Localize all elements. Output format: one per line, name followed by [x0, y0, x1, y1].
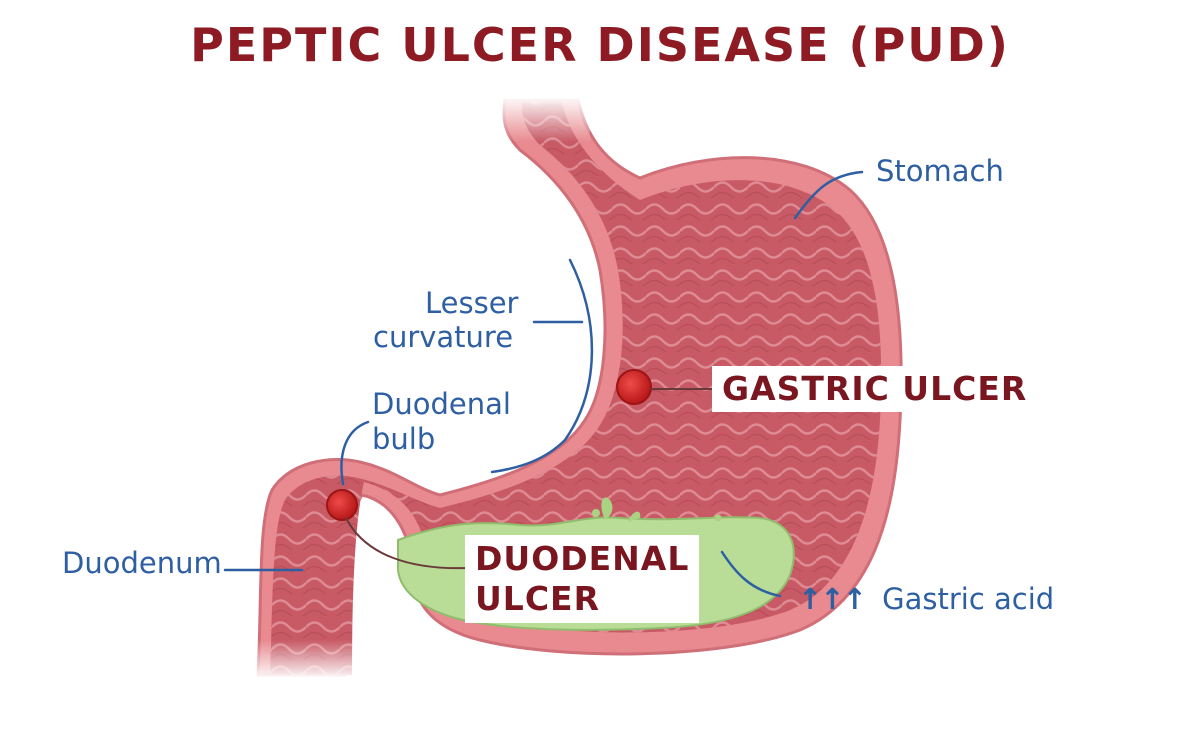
duodenal-ulcer-line1: DUODENAL — [475, 539, 689, 579]
duodenal-ulcer-label: DUODENAL ULCER — [465, 535, 699, 623]
duodenal-bulb-label-line1: Duodenal — [372, 387, 511, 421]
gastric-acid-text: Gastric acid — [882, 582, 1054, 616]
acid-increase-arrows: ↑↑↑ — [798, 582, 865, 616]
duodenum-label: Duodenum — [62, 546, 222, 580]
lesser-curvature-label-line1: Lesser — [425, 286, 518, 320]
duodenal-ulcer-spot — [327, 490, 357, 520]
gastric-ulcer-spot — [617, 370, 651, 404]
lesser-curvature-label-line2: curvature — [373, 320, 513, 354]
gastric-acid-label: ↑↑↑ Gastric acid — [798, 582, 1054, 616]
stomach-label: Stomach — [876, 154, 1004, 188]
duodenal-ulcer-line2: ULCER — [475, 579, 689, 619]
duodenal-bulb-label-line2: bulb — [372, 422, 435, 456]
gastric-ulcer-label: GASTRIC ULCER — [712, 366, 1037, 412]
